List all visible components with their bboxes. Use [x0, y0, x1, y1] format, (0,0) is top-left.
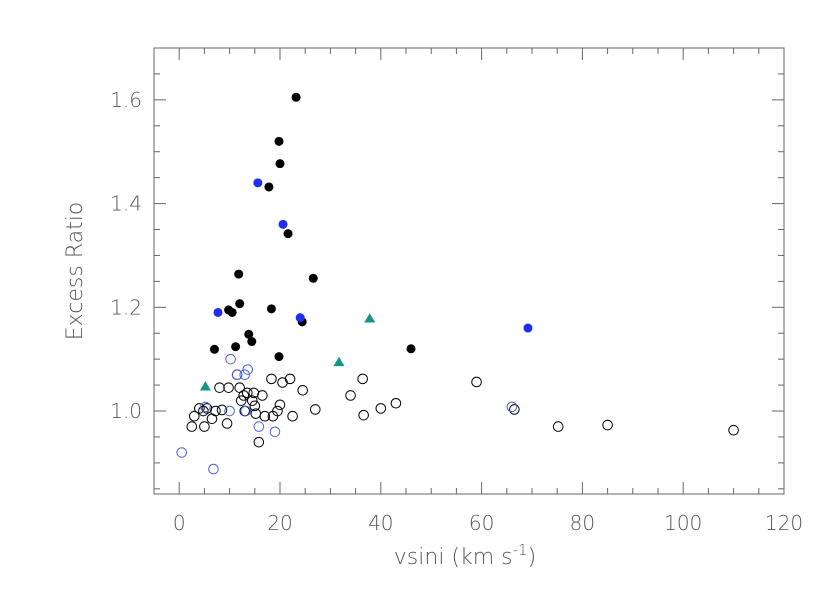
data-point [269, 426, 281, 438]
data-point [253, 436, 265, 448]
data-point [358, 409, 369, 421]
x-axis-tick-labels: 0 20 40 60 80 100 120 [173, 511, 803, 535]
data-point [176, 447, 188, 458]
data-point [186, 421, 198, 432]
data-point [364, 313, 376, 323]
data-point [333, 356, 345, 367]
data-point [216, 404, 228, 416]
data-point [357, 373, 368, 385]
data-point [264, 182, 274, 192]
data-point [231, 342, 241, 352]
x-tick-label: 80 [570, 511, 595, 535]
y-axis-ticks [154, 47, 784, 490]
data-point [275, 159, 285, 169]
data-point [210, 405, 221, 417]
x-axis-ticks [153, 48, 785, 494]
data-point [728, 424, 739, 436]
data-point [253, 178, 263, 188]
data-point [291, 92, 301, 102]
data-point [208, 463, 219, 475]
data-point [390, 397, 402, 409]
data-point [274, 399, 286, 411]
data-point [471, 376, 482, 388]
x-tick-label: 120 [765, 511, 803, 535]
data-point [552, 421, 564, 432]
data-point [278, 219, 288, 229]
data-point [249, 400, 261, 412]
data-point [274, 136, 284, 146]
data-point [244, 329, 254, 339]
data-point [272, 405, 283, 417]
x-tick-label: 100 [664, 511, 702, 535]
data-point [406, 344, 416, 354]
data-point [295, 313, 305, 323]
data-point [235, 395, 247, 406]
x-tick-label: 60 [469, 511, 494, 535]
data-point [231, 369, 243, 381]
data-point [221, 418, 233, 429]
data-point [257, 390, 268, 401]
data-points [176, 92, 739, 475]
data-point [259, 410, 271, 422]
data-point [199, 421, 210, 432]
data-point [509, 404, 520, 415]
data-point [506, 401, 518, 413]
data-point [277, 377, 288, 388]
data-point [223, 382, 234, 393]
data-point [266, 304, 276, 314]
data-point [283, 229, 293, 239]
data-point [199, 381, 211, 391]
data-point [241, 387, 253, 399]
data-point [234, 269, 244, 279]
data-point [224, 405, 235, 417]
data-point [200, 401, 211, 413]
data-point [235, 299, 245, 309]
data-point [225, 353, 236, 365]
y-axis-tick-labels: 1.0 1.2 1.4 1.6 [110, 88, 142, 423]
data-point [209, 344, 219, 354]
data-point [247, 337, 257, 347]
y-tick-label: 1.6 [110, 88, 142, 112]
x-tick-label: 0 [173, 511, 186, 535]
data-point [309, 404, 321, 415]
y-tick-label: 1.0 [110, 399, 142, 423]
data-point [284, 373, 296, 385]
data-point [240, 405, 252, 417]
data-point [375, 403, 387, 414]
data-point [238, 390, 250, 401]
data-point [239, 369, 251, 381]
data-point [274, 352, 284, 362]
data-point [253, 421, 265, 432]
data-point [297, 384, 308, 396]
data-point [523, 323, 533, 333]
y-tick-label: 1.4 [110, 192, 142, 216]
data-point [308, 273, 318, 283]
x-axis-title: vsini (km s-1) [394, 541, 536, 570]
data-point [214, 382, 225, 393]
data-point [242, 364, 254, 375]
y-tick-label: 1.2 [110, 295, 142, 319]
x-tick-label: 20 [267, 511, 292, 535]
data-point [227, 307, 237, 317]
data-point [287, 410, 298, 422]
data-point [189, 410, 200, 422]
plot-frame [153, 47, 785, 495]
data-point [266, 373, 277, 385]
data-point [602, 419, 613, 431]
data-point [345, 390, 356, 401]
x-tick-label: 40 [368, 511, 393, 535]
data-point [213, 307, 223, 317]
data-point [246, 395, 258, 406]
y-axis-title: Excess Ratio [63, 202, 88, 341]
